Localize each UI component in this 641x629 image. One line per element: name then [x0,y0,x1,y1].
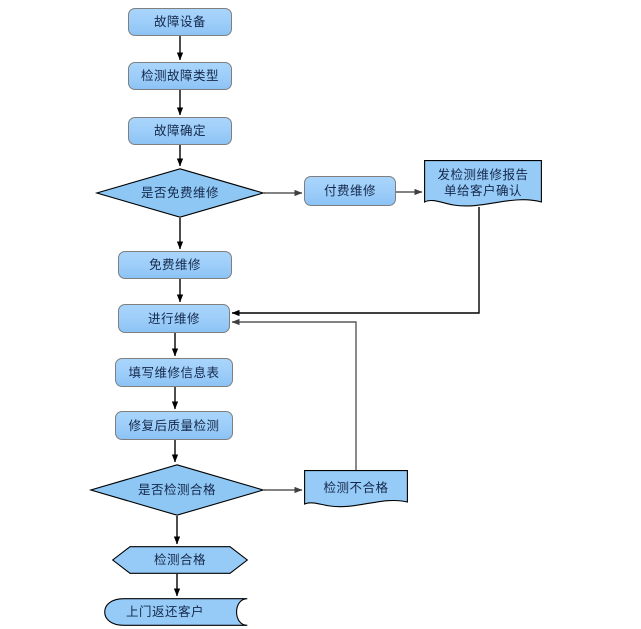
diamond-shape [88,464,266,516]
node-paid-repair[interactable]: 付费维修 [304,176,396,206]
node-label: 是否检测合格 [137,483,216,497]
node-label: 检测不合格 [323,481,389,495]
node-label: 上门返还客户 [125,605,204,619]
node-label: 检测故障类型 [140,69,219,83]
node-label: 填写维修信息表 [128,365,220,380]
node-decision-free-repair[interactable]: 是否免费维修 [94,168,266,218]
node-label: 是否免费维修 [140,186,219,200]
edge-n6-n8 [231,207,480,317]
node-fill-repair-form[interactable]: 填写维修信息表 [115,358,233,387]
node-label: 检测合格 [153,553,206,567]
node-label: 付费维修 [323,184,376,198]
document-shape [304,470,408,508]
document-shape [424,160,542,207]
node-label: 发检测维修报告 单给客户确认 [437,168,529,198]
stored-data-shape [104,598,248,626]
node-free-repair[interactable]: 免费维修 [118,251,232,279]
node-label: 修复后质量检测 [128,418,220,433]
node-label: 进行维修 [147,311,200,326]
node-label: 故障设备 [153,15,206,29]
node-label: 故障确定 [153,124,206,138]
edge-n12-n8 [231,318,357,470]
hexagon-shape [111,546,249,574]
node-fault-confirmed[interactable]: 故障确定 [128,117,232,145]
node-post-repair-quality-check[interactable]: 修复后质量检测 [115,411,233,440]
diamond-shape [94,168,266,218]
node-inspection-passed[interactable]: 检测合格 [111,546,249,574]
node-detect-fault-type[interactable]: 检测故障类型 [128,62,232,90]
node-send-report-to-customer[interactable]: 发检测维修报告 单给客户确认 [424,160,542,210]
node-faulty-equipment[interactable]: 故障设备 [128,8,232,36]
node-label: 免费维修 [148,258,201,272]
node-decision-inspection-pass[interactable]: 是否检测合格 [88,464,266,516]
node-return-to-customer[interactable]: 上门返还客户 [104,598,248,626]
node-inspection-failed[interactable]: 检测不合格 [304,470,408,510]
node-perform-repair[interactable]: 进行维修 [118,304,230,333]
